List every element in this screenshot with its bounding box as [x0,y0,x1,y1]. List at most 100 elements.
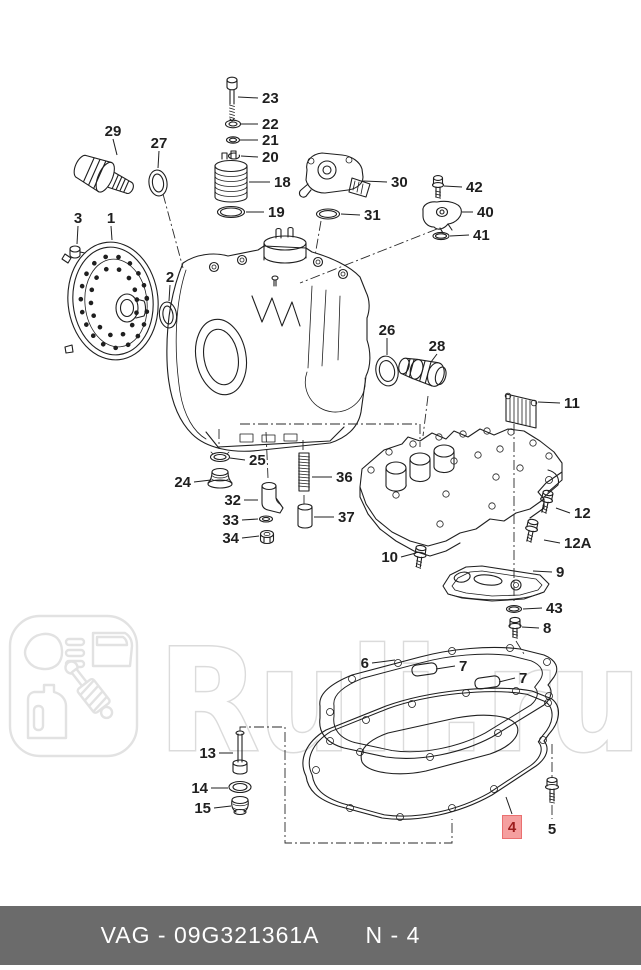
diagram-page-ref: N - 4 [365,922,421,948]
part-washer-22 [224,119,242,129]
callout-9: 9 [556,564,564,581]
highlighted-callout-box [502,815,522,839]
part-oil-filter-9 [442,565,550,602]
part-oil-cooler [214,150,248,203]
callout-7: 7 [459,658,467,675]
callout-6: 6 [361,655,369,672]
construction-lines [162,193,553,844]
leader-line-30 [362,180,388,183]
leader-line-12A [543,539,561,544]
leader-line-20 [240,155,259,158]
leader-line-15 [213,805,232,809]
callout-42: 42 [466,179,483,196]
leader-line-27 [157,150,160,169]
callout-10: 10 [381,549,398,566]
part-oring-43 [505,605,523,613]
part-bolt-12a [525,518,539,543]
callout-24: 24 [174,474,191,491]
leader-line-42 [443,185,463,188]
part-oring-31 [315,208,341,220]
leader-line-33 [241,518,259,521]
leader-line-23 [237,96,259,99]
callout-8: 8 [543,620,551,637]
callout-25: 25 [249,452,266,469]
part-converter-seal [158,301,178,329]
callout-19: 19 [268,204,285,221]
footer-bar: VAG - 09G321361A N - 4 [0,906,641,965]
part-flange-seal [148,169,168,197]
oil-canister-icon [26,683,68,740]
part-oil-pan [302,687,559,821]
callout-1: 1 [107,210,115,227]
leader-line-7 [498,677,516,683]
car-door-icon [91,631,134,668]
part-bolt-8 [508,616,522,639]
leader-line-28 [430,353,438,363]
leader-line-10 [400,552,417,558]
part-drive-flange [73,154,134,195]
callout-2: 2 [166,269,174,286]
callout-31: 31 [364,207,381,224]
callout-28: 28 [429,338,446,355]
leader-line-43 [522,607,543,610]
part-magnet-7a [411,662,438,677]
callout-27: 27 [151,135,168,152]
callout-34: 34 [222,530,239,547]
part-oring-41 [432,231,450,241]
leader-line-7 [435,665,456,670]
part-bolt-5 [544,776,560,804]
callout-23: 23 [262,90,279,107]
callout-37: 37 [338,509,355,526]
part-sensor-28 [398,357,447,387]
callout-11: 11 [564,395,580,412]
callout-14: 14 [191,780,208,797]
part-plug-15 [231,795,249,816]
leader-line-4 [505,796,513,815]
callout-13: 13 [199,745,216,762]
callout-12A: 12A [564,535,592,552]
part-seal-26 [375,355,399,387]
part-pan-gasket [319,644,558,761]
callout-32: 32 [224,492,241,509]
part-bolt-10 [413,544,427,569]
leader-line-31 [340,213,361,216]
part-cap-24 [207,467,233,489]
leader-line-29 [112,138,118,156]
callout-15: 15 [194,800,211,817]
drawing-layer [61,76,563,821]
part-torque-converter [61,241,159,361]
part-sleeve-37 [297,503,313,529]
callout-29: 29 [105,123,122,140]
leader-line-8 [521,626,540,629]
part-converter-bolt [69,245,86,259]
callout-5: 5 [548,821,556,838]
leader-line-1 [110,225,113,241]
catalog-part-number: VAG - 09G321361A [100,922,320,948]
leader-line-9 [532,570,553,573]
part-speed-sensor-40 [422,200,462,234]
part-clip-20 [227,152,241,160]
callout-40: 40 [477,204,494,221]
part-bolt-12 [540,489,554,514]
part-washer-25 [209,451,231,463]
leader-line-12 [555,507,571,514]
callout-36: 36 [336,469,353,486]
part-multifunction-switch [298,152,371,198]
leader-line-2 [168,284,171,302]
callout-33: 33 [222,512,239,529]
callout-7: 7 [519,670,527,687]
callout-41: 41 [473,227,490,244]
callout-3: 3 [74,210,82,227]
leader-line-34 [241,535,260,539]
part-washer-21 [225,136,241,144]
callout-22: 22 [262,116,279,133]
shock-absorber-icon [64,660,114,720]
part-washer-33 [258,515,274,523]
part-oring-19 [216,205,246,219]
part-valve-body [359,427,563,557]
callout-43: 43 [546,600,563,617]
callout-26: 26 [379,322,396,339]
